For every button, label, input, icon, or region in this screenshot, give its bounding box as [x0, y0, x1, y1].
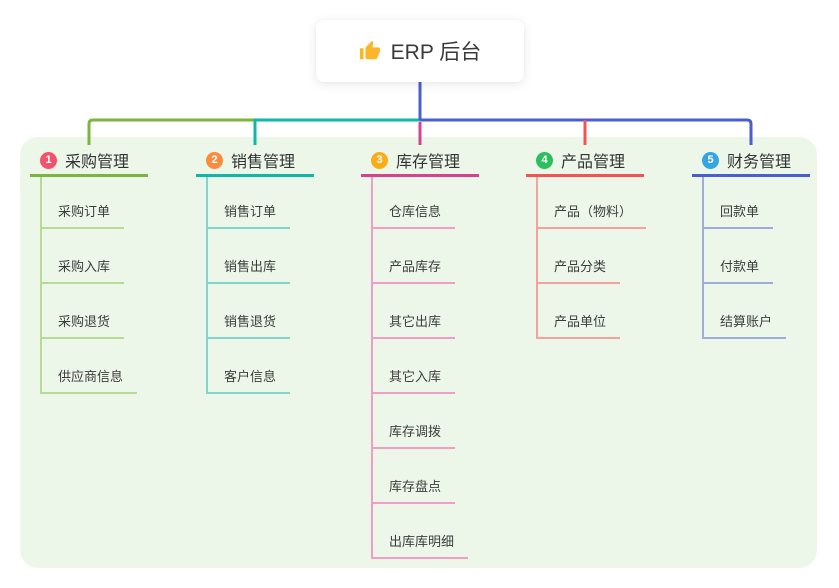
- child-node[interactable]: 供应商信息: [42, 339, 138, 394]
- thumbs-up-icon: [359, 40, 381, 62]
- root-node[interactable]: ERP 后台: [316, 20, 524, 82]
- branch-label: 销售管理: [231, 154, 296, 171]
- child-node[interactable]: 库存调拨: [373, 394, 456, 449]
- branch-node-3: 3 库存管理 仓库信息产品库存其它出库其它入库库存调拨库存盘点出库库明细: [361, 146, 479, 559]
- branch-node-4: 4 产品管理 产品（物料）产品分类产品单位: [526, 146, 647, 339]
- child-node[interactable]: 产品分类: [538, 229, 621, 284]
- child-node[interactable]: 付款单: [704, 229, 774, 284]
- child-node[interactable]: 其它出库: [373, 284, 456, 339]
- branch-node-5: 5 财务管理 回款单付款单结算账户: [692, 146, 810, 339]
- branch-label: 产品管理: [561, 154, 626, 171]
- branches-panel: [20, 137, 817, 568]
- branch-label: 财务管理: [727, 154, 792, 171]
- child-node[interactable]: 结算账户: [704, 284, 787, 339]
- branch-title[interactable]: 4 产品管理: [526, 146, 644, 177]
- branch-number-badge: 3: [371, 151, 388, 169]
- child-node[interactable]: 采购退货: [42, 284, 125, 339]
- branch-children: 采购订单采购入库采购退货供应商信息: [40, 177, 138, 394]
- branch-title[interactable]: 1 采购管理: [30, 146, 148, 177]
- branch-node-2: 2 销售管理 销售订单销售出库销售退货客户信息: [196, 146, 314, 394]
- branch-children: 仓库信息产品库存其它出库其它入库库存调拨库存盘点出库库明细: [371, 177, 469, 559]
- child-node[interactable]: 产品（物料）: [538, 177, 647, 229]
- branch-title[interactable]: 3 库存管理: [361, 146, 479, 177]
- branch-label: 库存管理: [396, 154, 461, 171]
- child-node[interactable]: 销售出库: [208, 229, 291, 284]
- branch-children: 产品（物料）产品分类产品单位: [536, 177, 647, 339]
- root-node-label: ERP 后台: [390, 41, 482, 64]
- branch-label: 采购管理: [65, 154, 130, 171]
- child-node[interactable]: 销售退货: [208, 284, 291, 339]
- branch-number-badge: 5: [702, 151, 719, 169]
- child-node[interactable]: 客户信息: [208, 339, 291, 394]
- branch-children: 销售订单销售出库销售退货客户信息: [206, 177, 291, 394]
- branch-number-badge: 1: [40, 151, 57, 169]
- child-node[interactable]: 采购订单: [42, 177, 125, 229]
- child-node[interactable]: 回款单: [704, 177, 774, 229]
- branch-title[interactable]: 5 财务管理: [692, 146, 810, 177]
- child-node[interactable]: 出库库明细: [373, 504, 469, 559]
- branch-title[interactable]: 2 销售管理: [196, 146, 314, 177]
- child-node[interactable]: 产品单位: [538, 284, 621, 339]
- branch-children: 回款单付款单结算账户: [702, 177, 787, 339]
- child-node[interactable]: 其它入库: [373, 339, 456, 394]
- branch-number-badge: 4: [536, 151, 553, 169]
- child-node[interactable]: 采购入库: [42, 229, 125, 284]
- child-node[interactable]: 仓库信息: [373, 177, 456, 229]
- branch-node-1: 1 采购管理 采购订单采购入库采购退货供应商信息: [30, 146, 148, 394]
- child-node[interactable]: 库存盘点: [373, 449, 456, 504]
- child-node[interactable]: 销售订单: [208, 177, 291, 229]
- branch-number-badge: 2: [206, 151, 223, 169]
- child-node[interactable]: 产品库存: [373, 229, 456, 284]
